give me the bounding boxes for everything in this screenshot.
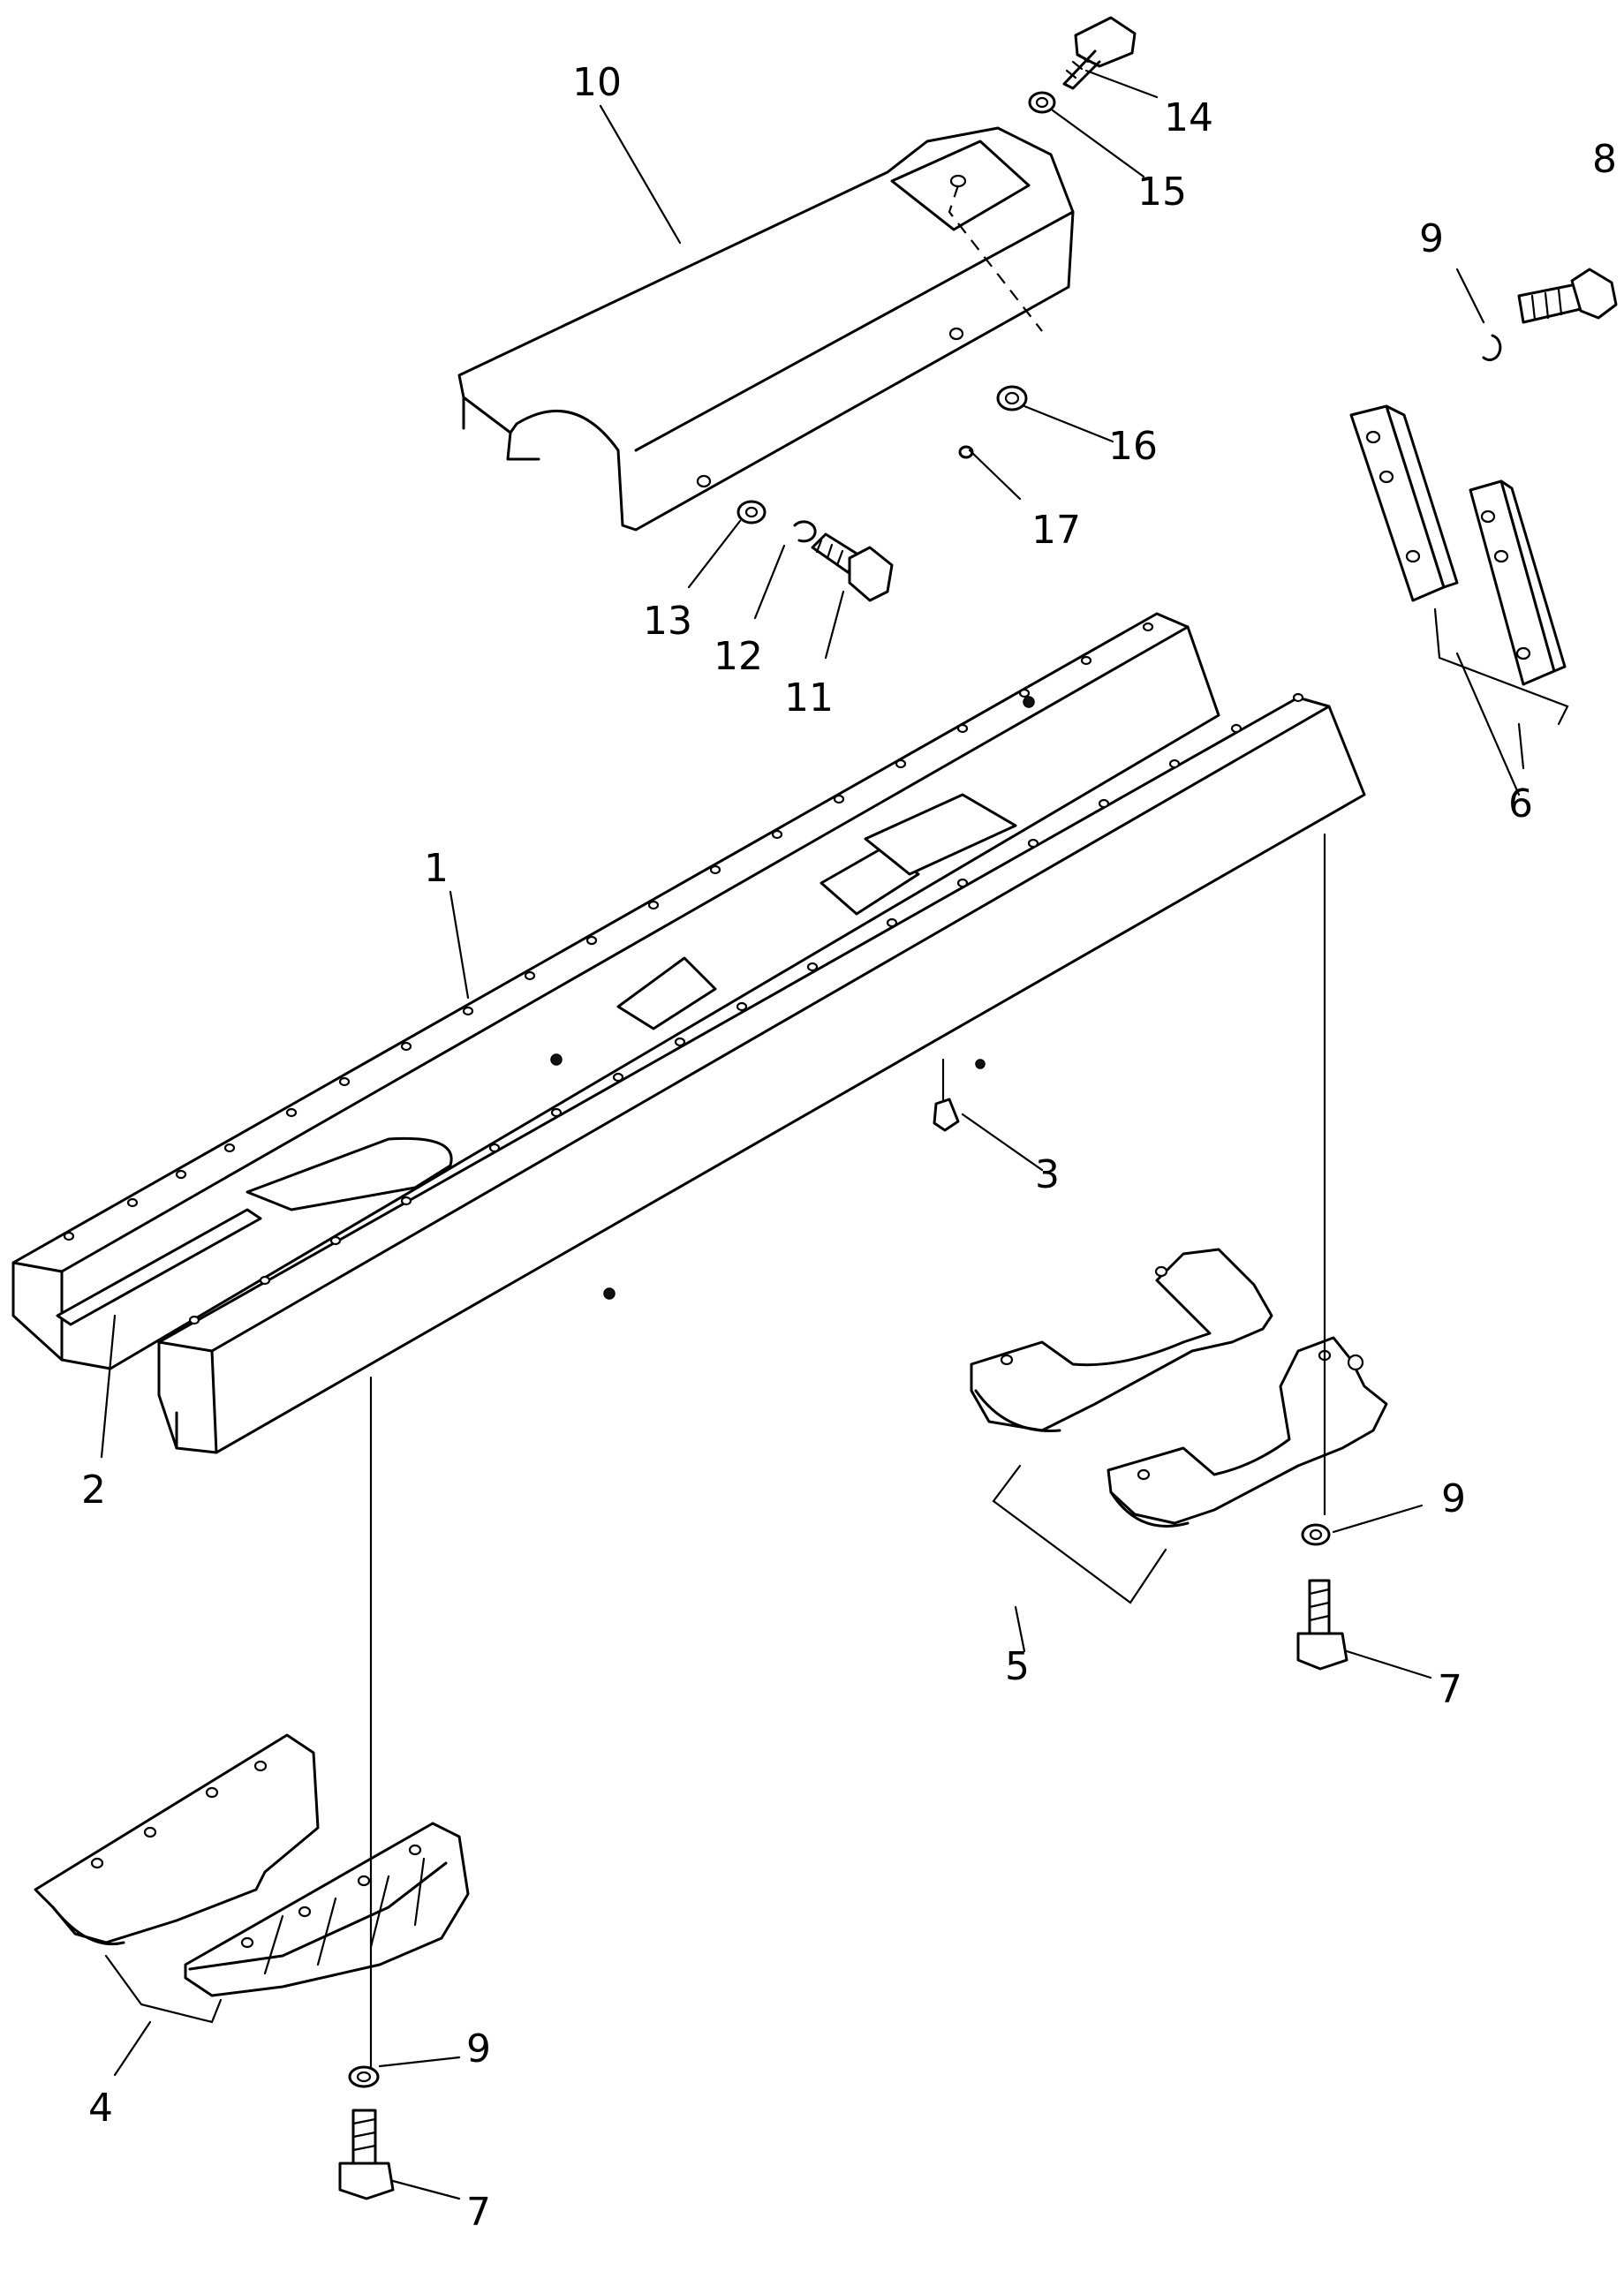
plates-part-6 (1349, 404, 1569, 796)
callout-13: 13 (643, 599, 692, 644)
callout-15: 15 (1137, 170, 1187, 215)
callout-7-right: 7 (1438, 1667, 1462, 1712)
callout-2: 2 (81, 1468, 106, 1513)
callout-8: 8 (1592, 137, 1617, 182)
center-lines (369, 833, 1326, 2072)
callout-9-left: 9 (466, 2026, 491, 2071)
bolt-part-14 (1062, 16, 1137, 90)
washer-part-15 (1028, 91, 1056, 114)
callout-17: 17 (1031, 508, 1081, 553)
callout-11: 11 (784, 675, 834, 721)
callout-5: 5 (1005, 1644, 1030, 1689)
lock-washer-part-9-left (348, 2065, 380, 2088)
callout-9-top: 9 (1419, 216, 1444, 261)
bolt-part-7-left (338, 2109, 395, 2200)
callout-3: 3 (1035, 1152, 1060, 1197)
bolt-part-8 (1517, 268, 1618, 324)
callout-14: 14 (1164, 95, 1213, 140)
lock-washer-part-9-top (1482, 334, 1502, 361)
lock-washer-part-12 (793, 520, 817, 543)
bolt-part-11 (811, 532, 894, 602)
lock-washer-part-9-right (1301, 1523, 1331, 1546)
guards-part-4 (34, 1733, 470, 2024)
cover-part-10 (457, 126, 1075, 532)
brackets-part-5 (970, 1248, 1388, 1604)
callout-1: 1 (424, 846, 449, 891)
frame-part-1 (11, 612, 1366, 1454)
callout-4: 4 (88, 2086, 113, 2131)
washer-part-16 (996, 385, 1028, 411)
washer-part-13 (736, 500, 767, 524)
callout-labels: 10 14 15 8 9 16 17 13 12 11 6 1 3 2 9 5 … (81, 60, 1617, 2235)
callout-6: 6 (1508, 781, 1533, 826)
callout-10: 10 (572, 60, 622, 105)
frame-back-rail-holes (63, 622, 1154, 1241)
frame-front-rail-holes (188, 692, 1304, 1325)
callout-12: 12 (714, 634, 763, 679)
callout-16: 16 (1108, 424, 1158, 469)
bolt-part-7-right (1296, 1579, 1348, 1671)
callout-9-right: 9 (1441, 1476, 1466, 1521)
callout-leaders (100, 69, 1525, 2200)
plug-part-3 (933, 1058, 960, 1132)
callout-7-left: 7 (466, 2190, 491, 2235)
